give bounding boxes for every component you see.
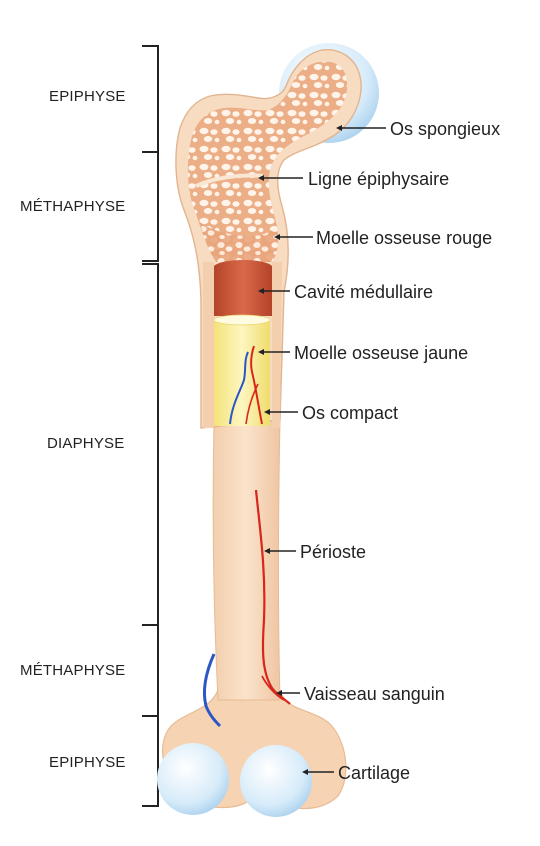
label-ligne-epiphysaire: Ligne épiphysaire	[308, 169, 449, 189]
region-label-diaphyse: DIAPHYSE	[47, 435, 124, 452]
medullary-cavity	[214, 260, 272, 316]
label-cartilage: Cartilage	[338, 763, 410, 783]
periosteal-artery	[254, 489, 291, 705]
marrow-artery-2	[245, 383, 259, 425]
yellow-marrow-cylinder	[213, 314, 271, 426]
label-perioste: Périoste	[300, 542, 366, 562]
compact-bone-right-wall	[272, 262, 282, 428]
femur-illustration	[157, 43, 379, 817]
distal-vein	[202, 653, 222, 728]
leader-lines	[258, 125, 386, 775]
epiphyseal-line	[195, 173, 263, 188]
region-label-epiphyse-bottom: EPIPHYSE	[49, 754, 126, 771]
label-os-spongieux: Os spongieux	[390, 119, 500, 139]
label-cavite-medullaire: Cavité médullaire	[294, 282, 433, 302]
periosteal-artery-branch	[261, 675, 285, 701]
spongy-bone-lower	[200, 222, 279, 262]
condyle-cartilage-right	[240, 745, 312, 817]
compact-bone-left-wall	[203, 262, 214, 428]
label-os-compact: Os compact	[302, 403, 398, 423]
region-label-epiphyse-top: EPIPHYSE	[49, 88, 126, 105]
diaphysis-shaft	[212, 419, 281, 701]
condyle-cartilage-left	[157, 743, 229, 815]
label-moelle-jaune: Moelle osseuse jaune	[294, 343, 468, 363]
spongy-bone-region	[187, 61, 348, 262]
region-label-metaphyse-top: MÉTHAPHYSE	[20, 198, 125, 215]
label-moelle-rouge: Moelle osseuse rouge	[316, 228, 492, 248]
marrow-artery	[250, 345, 263, 425]
label-vaisseau-sanguin: Vaisseau sanguin	[304, 684, 445, 704]
marrow-vein	[229, 351, 249, 425]
region-brackets	[142, 45, 159, 807]
region-label-metaphyse-bottom: MÉTHAPHYSE	[20, 662, 125, 679]
